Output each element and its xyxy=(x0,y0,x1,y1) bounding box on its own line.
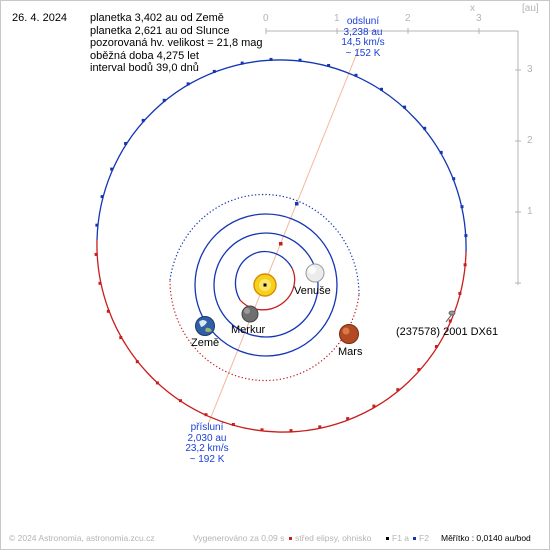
orbit-point xyxy=(464,234,468,238)
orbit-point xyxy=(289,429,293,433)
orbit-point xyxy=(448,319,452,323)
axis-unit: [au] xyxy=(522,3,539,14)
venus-orbit-above xyxy=(213,232,319,286)
orbit-point xyxy=(463,263,467,267)
orbit-point xyxy=(141,118,145,122)
orbit-point xyxy=(346,417,350,421)
perihelion-title: přísluní xyxy=(190,422,224,433)
orbit-point xyxy=(327,64,331,67)
info-line: planetka 2,621 au od Slunce xyxy=(90,24,230,37)
asteroid-label: (237578) 2001 DX61 xyxy=(396,326,499,338)
footer-copyright: © 2024 Astronomia, astronomia.zcu.cz xyxy=(9,533,155,543)
orbit-point xyxy=(380,87,383,91)
perihelion-label: přísluní 2,030 au 23,2 km/s ~ 192 K xyxy=(177,422,237,465)
orbit-point xyxy=(135,360,139,364)
legend-center-square xyxy=(289,537,292,540)
mars-icon xyxy=(339,324,359,344)
orbit-point xyxy=(100,195,104,199)
ellipse-center-marker xyxy=(279,242,283,246)
orbit-point xyxy=(403,105,407,109)
perihelion-temp: ~ 192 K xyxy=(189,453,225,465)
orbit-point xyxy=(452,177,456,181)
perihelion-distance: 2,030 au xyxy=(187,432,227,444)
legend-f1-square xyxy=(386,537,389,540)
venus-orbit-below xyxy=(213,284,319,338)
x-tick-label: 3 xyxy=(476,13,482,24)
y-tick-label: 2 xyxy=(527,135,533,146)
orbit-point xyxy=(155,381,159,385)
info-line: planetka 3,402 au od Země xyxy=(90,12,224,24)
orbit-point xyxy=(204,413,208,417)
orbit-point xyxy=(240,61,244,65)
orbit-point xyxy=(458,291,462,295)
earth-icon xyxy=(195,316,215,336)
footer-legend-f2: F2 xyxy=(419,533,429,543)
orbit-point xyxy=(94,252,98,256)
orbit-point xyxy=(162,98,166,102)
orbit-point xyxy=(460,205,464,209)
x-tick-label: 0 xyxy=(263,13,269,24)
mercury-icon xyxy=(241,305,259,323)
footer-legend-center: střed elipsy, ohnisko xyxy=(295,533,372,543)
orbit-point xyxy=(260,428,264,432)
orbit-point xyxy=(119,336,123,340)
info-block: planetka 3,402 au od Země planetka 2,621… xyxy=(90,12,263,75)
orbit-point xyxy=(186,82,190,86)
venus-label: Venuše xyxy=(294,285,331,297)
mercury-orbit-above xyxy=(234,250,293,301)
info-line: interval bodů 39,0 dnů xyxy=(90,62,199,74)
asteroid-orbit-below xyxy=(96,239,467,433)
aphelion-speed: 14,5 km/s xyxy=(341,37,385,48)
footer-scale: Měřítko : 0,0140 au/bod xyxy=(441,533,531,543)
perihelion-speed: 23,2 km/s xyxy=(185,443,229,454)
x-axis-letter: x xyxy=(470,3,475,14)
coordinate-axes xyxy=(265,28,521,285)
orbit-point xyxy=(179,399,182,403)
date-label: 26. 4. 2024 xyxy=(12,12,68,24)
mars-label: Mars xyxy=(338,346,363,358)
orbit-point xyxy=(212,69,216,73)
aphelion-label: odsluní 3,238 au 14,5 km/s ~ 152 K xyxy=(336,16,390,59)
asteroid-orbit-above xyxy=(96,59,467,253)
orbit-point xyxy=(417,368,421,372)
y-tick-label: 3 xyxy=(527,64,533,75)
mercury-label: Merkur xyxy=(231,324,266,336)
asteroid-marker xyxy=(445,310,456,323)
apsis-line xyxy=(208,47,360,423)
x-tick-label: 2 xyxy=(405,13,411,24)
orbit-point xyxy=(95,223,99,227)
orbit-point xyxy=(318,425,322,429)
orbit-point xyxy=(231,423,235,426)
earth-orbit xyxy=(194,213,338,357)
footer-legend-f1: F1 a xyxy=(392,533,410,543)
orbit-point xyxy=(110,167,114,171)
orbit-point xyxy=(124,142,128,145)
info-line: pozorovaná hv. velikost = 21,8 mag xyxy=(90,37,263,49)
orbit-point xyxy=(98,281,102,285)
info-line: oběžná doba 4,275 let xyxy=(90,49,199,62)
footer-generated: Vygenerováno za 0,09 s xyxy=(193,533,285,543)
venus-icon xyxy=(305,263,325,283)
orbit-interval-points xyxy=(94,57,468,433)
y-tick-label: 1 xyxy=(527,206,533,217)
aphelion-title: odsluní xyxy=(346,16,380,27)
x-tick-label: 1 xyxy=(334,13,340,24)
orbit-point xyxy=(269,57,273,61)
orbit-point xyxy=(298,58,302,62)
orbit-point xyxy=(106,309,110,313)
earth-label: Země xyxy=(191,337,220,349)
orbit-point xyxy=(354,73,358,77)
orbit-point xyxy=(396,388,400,392)
orbit-point xyxy=(434,345,438,348)
orbit-point xyxy=(423,126,427,130)
aphelion-temp: ~ 152 K xyxy=(345,47,381,59)
sun-icon xyxy=(253,273,277,297)
orbit-point xyxy=(439,150,443,154)
orbit-point xyxy=(372,404,376,408)
aphelion-distance: 3,238 au xyxy=(343,26,383,38)
focus-f2-marker xyxy=(295,202,299,206)
legend-f2-square xyxy=(413,537,416,540)
